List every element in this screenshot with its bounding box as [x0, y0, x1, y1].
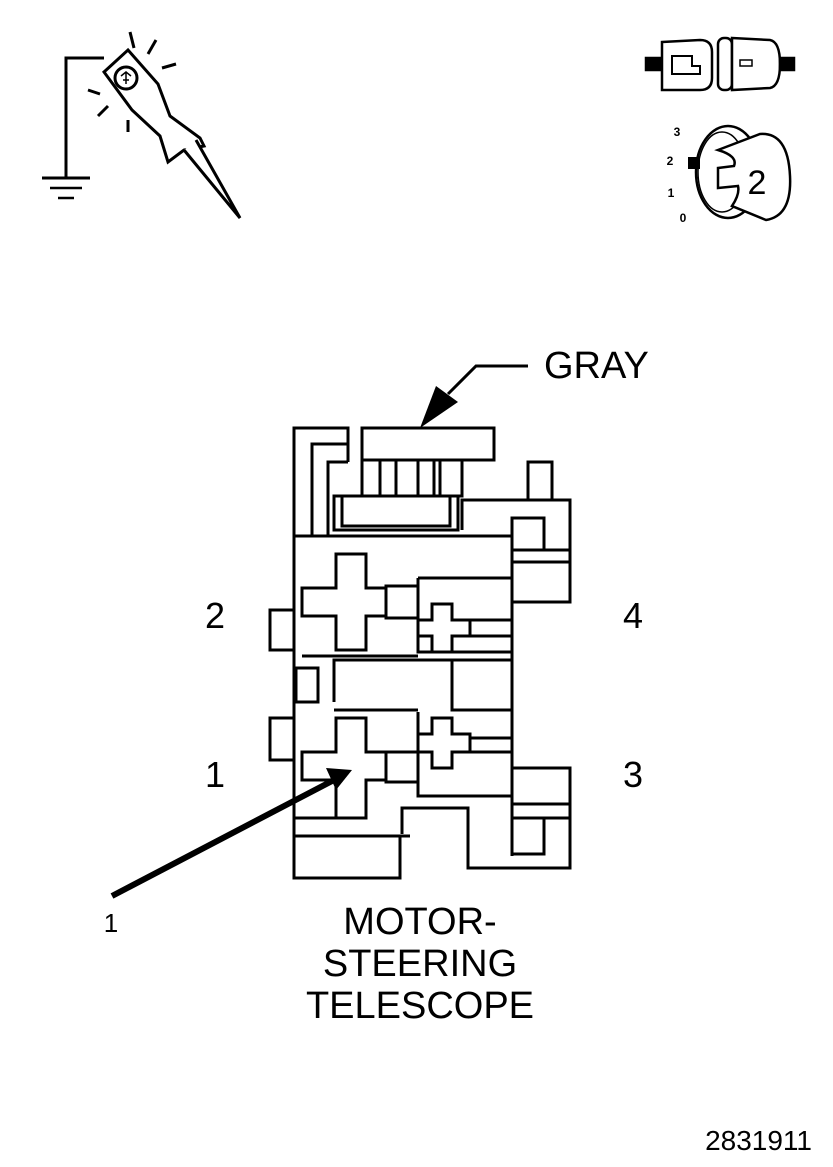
component-name-line3: TELESCOPE	[306, 985, 534, 1027]
arrow-head-icon	[420, 386, 458, 428]
pin-label-1: 1	[205, 754, 225, 795]
pin-label-3: 3	[623, 754, 643, 795]
color-callout: GRAY	[420, 345, 649, 428]
ignition-key-icon: 3 2 1 0 2	[667, 124, 792, 225]
pin-label-2: 2	[205, 595, 225, 636]
pin-label-4: 4	[623, 595, 643, 636]
connector-color-label: GRAY	[544, 345, 649, 387]
component-name-line1: MOTOR-	[343, 901, 496, 943]
ignition-key-label: 2	[748, 164, 767, 202]
figure-id: 2831911	[705, 1125, 812, 1156]
callout-label: 1	[104, 908, 118, 938]
arrow-head-icon	[326, 768, 352, 790]
connector-face	[268, 426, 572, 880]
ignition-position-3: 3	[674, 125, 681, 139]
test-light-probe-icon	[42, 31, 242, 219]
connector-disconnected-icon	[644, 36, 796, 92]
ignition-position-2: 2	[667, 154, 674, 168]
pin-callout: 1	[104, 768, 352, 938]
ignition-position-1: 1	[668, 186, 675, 200]
ignition-position-0: 0	[680, 211, 687, 225]
ignition-pointer-icon	[688, 157, 700, 169]
component-name-line2: STEERING	[323, 943, 517, 985]
